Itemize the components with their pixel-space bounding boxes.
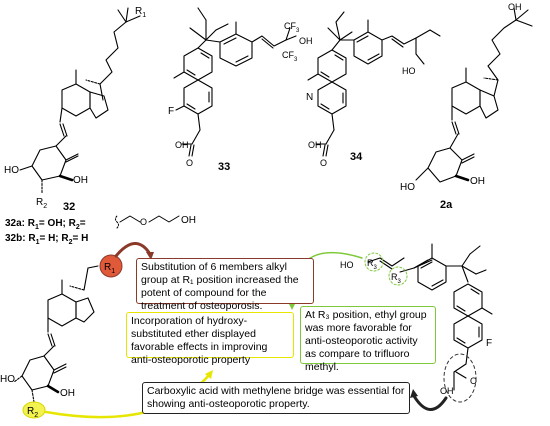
compound-32-structure — [19, 7, 141, 195]
sar-note-r3-ethyl: At R₃ position, ethyl group was more fav… — [300, 306, 436, 373]
r3-label-bottom: R3 — [391, 272, 402, 285]
r3-highlight-bottom — [388, 266, 408, 286]
legend-32b: 32b: R1= H; R2= H — [5, 233, 88, 246]
fluorine-label-core: F — [486, 338, 492, 349]
ether-chain-32a — [115, 215, 180, 229]
ho-label-core: HO — [0, 374, 15, 385]
ether-oxygen-label: O — [140, 217, 147, 227]
r2-label: R2 — [36, 197, 47, 210]
compound-2a-structure — [415, 7, 533, 183]
cf3-label-top: CF3 — [284, 21, 300, 34]
r2-label-core: R2 — [27, 406, 38, 419]
legend-32a-substituent: OH — [181, 215, 196, 226]
compound-34-label: 34 — [350, 151, 363, 163]
compound-2a-label: 2a — [440, 199, 453, 211]
r1-label-core: R1 — [104, 262, 115, 275]
compound-33-structure — [173, 7, 297, 157]
oh-label-34-acid: OH — [308, 140, 322, 150]
r3-label-top: R3 — [367, 258, 378, 271]
legend-32a: 32a: R1= OH; R2= — [5, 218, 86, 231]
sar-core-vitd-structure — [13, 265, 99, 403]
compound-33-label: 33 — [218, 161, 230, 173]
compound-32-label: 32 — [63, 201, 75, 213]
cf3-label-bottom: CF3 — [282, 50, 298, 63]
oh-label-33: OH — [299, 36, 313, 46]
r1-label: R1 — [135, 6, 146, 19]
arrow-acid — [412, 394, 448, 411]
ho-label-2a: HO — [400, 182, 415, 193]
o-label-core: O — [470, 376, 477, 386]
fluorine-label-33: F — [168, 106, 174, 117]
oh-label-2a: OH — [470, 176, 485, 187]
r1-highlight — [99, 254, 123, 278]
ho-label-34: HO — [402, 66, 416, 76]
nitrogen-label-34: N — [306, 92, 313, 103]
oh-label-32: OH — [73, 175, 88, 186]
acid-highlight — [443, 353, 477, 403]
r3-highlight-top — [364, 252, 384, 272]
sar-note-r1-alkyl: Substitution of 6 members alkyl group at… — [136, 258, 314, 312]
compound-34-structure — [307, 11, 441, 157]
ho-label-32: HO — [4, 165, 19, 176]
o-label-34: O — [320, 158, 327, 168]
arrow-r1 — [114, 242, 152, 258]
o-label-33: O — [186, 158, 193, 168]
r2-highlight — [22, 401, 46, 419]
oh-label-2a-top: OH — [508, 2, 522, 12]
oh-label-33-acid: OH — [175, 140, 189, 150]
sar-note-r2-ether: Incorporation of hydroxy-substituted eth… — [126, 312, 294, 366]
oh-label-core: OH — [60, 388, 75, 399]
sar-note-carboxylic-acid: Carboxylic acid with methylene bridge wa… — [142, 382, 410, 414]
ho-label-terphenyl: HO — [340, 260, 354, 270]
